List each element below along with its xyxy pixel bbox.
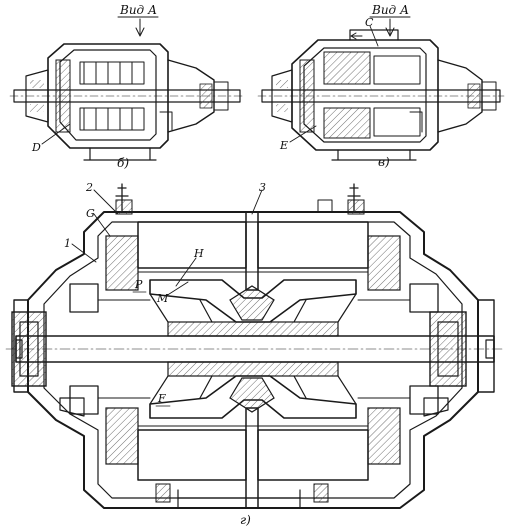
callout-D: D <box>31 141 41 154</box>
callout-H: H <box>193 247 204 260</box>
view-v-caption: в) <box>378 155 390 169</box>
view-b-caption: б) <box>117 156 129 170</box>
callout-F: F <box>157 392 166 405</box>
view-b-header: Вид А <box>119 3 157 17</box>
view-v-header: Вид А <box>371 3 409 17</box>
callout-1: 1 <box>64 237 71 250</box>
view-g-caption: г) <box>240 513 251 527</box>
callout-P: P <box>134 278 143 291</box>
view-b: Вид А D б) <box>9 3 245 170</box>
callout-M: M <box>156 292 169 305</box>
callout-C: C <box>365 16 374 29</box>
view-g: 2 G 1 3 H P M F г) <box>5 181 505 527</box>
callout-2: 2 <box>85 181 93 194</box>
callout-G: G <box>86 207 95 220</box>
callout-3: 3 <box>259 181 266 194</box>
view-v: Вид А C E в) <box>257 3 505 169</box>
callout-E: E <box>279 139 288 152</box>
